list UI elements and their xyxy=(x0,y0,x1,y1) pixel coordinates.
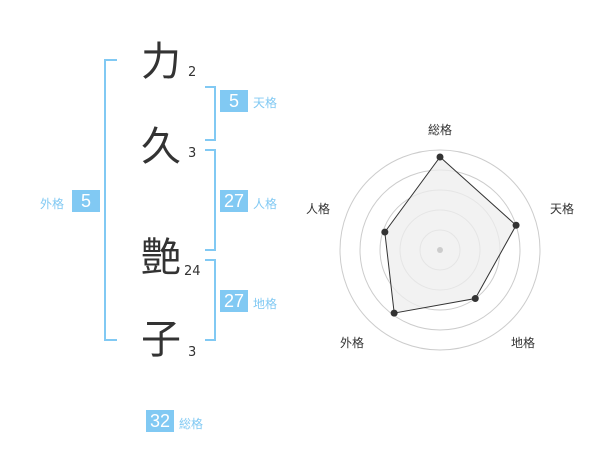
name-char-3: 艶 xyxy=(141,235,181,281)
radar-point-soukaku xyxy=(436,153,444,161)
name-char-2: 久 xyxy=(141,124,181,170)
radar-point-tenkaku xyxy=(512,221,520,229)
radar-point-gaikaku xyxy=(390,309,398,317)
radar-center-dot xyxy=(437,247,443,253)
radar-label-soukaku: 総格 xyxy=(428,123,453,137)
name-char-4: 子 xyxy=(141,317,181,363)
radar-label-chikaku: 地格 xyxy=(511,336,536,350)
radar-label-gaikaku: 外格 xyxy=(340,336,365,350)
soukaku-label: 総格 xyxy=(179,417,204,431)
radar-score-polygon xyxy=(384,156,517,314)
jinkaku-value-badge: 27 xyxy=(220,190,248,212)
radar-label-tenkaku: 天格 xyxy=(550,202,575,216)
tenkaku-value-badge: 5 xyxy=(220,90,248,112)
chikaku-bracket xyxy=(205,259,216,341)
tenkaku-bracket xyxy=(205,86,216,141)
tenkaku-label: 天格 xyxy=(253,96,278,110)
name-char-3-strokes: 24 xyxy=(184,264,201,279)
name-char-2-strokes: 3 xyxy=(188,146,197,161)
radar-point-jinkaku xyxy=(381,228,389,236)
radar-point-chikaku xyxy=(471,295,479,303)
name-char-1-strokes: 2 xyxy=(188,65,197,80)
gaikaku-label: 外格 xyxy=(40,197,65,211)
soukaku-value-badge: 32 xyxy=(146,410,174,432)
radar-points xyxy=(381,153,520,317)
jinkaku-label: 人格 xyxy=(253,197,278,211)
jinkaku-bracket xyxy=(205,149,216,251)
radar-label-jinkaku: 人格 xyxy=(306,202,331,216)
chikaku-value-badge: 27 xyxy=(220,290,248,312)
name-char-1: 力 xyxy=(141,39,181,85)
chikaku-label: 地格 xyxy=(253,297,278,311)
gaikaku-value-badge: 5 xyxy=(72,190,100,212)
name-char-4-strokes: 3 xyxy=(188,345,197,360)
gaikaku-bracket xyxy=(104,59,117,341)
